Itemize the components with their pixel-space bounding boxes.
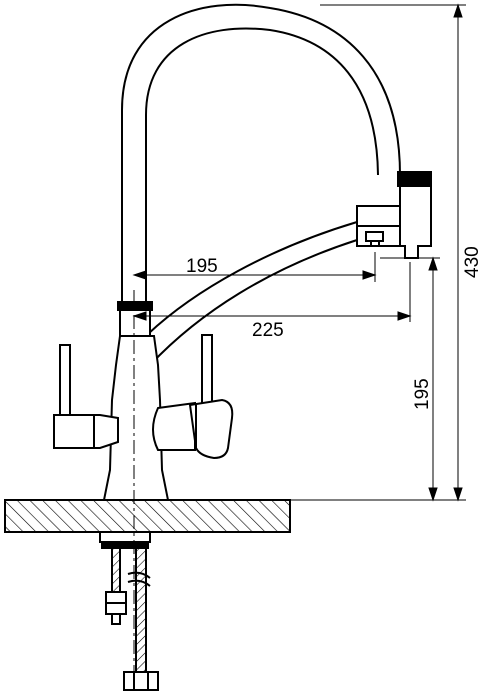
dim-label-total-height: 430 (462, 246, 483, 278)
countertop (4, 499, 291, 533)
dim-label-spout-height: 195 (412, 378, 433, 410)
right-handle (152, 334, 234, 460)
dim-label-spout-reach-lower: 225 (252, 320, 284, 341)
spout-head (356, 171, 432, 259)
faucet-body (102, 301, 170, 501)
dim-label-spout-reach-upper: 195 (186, 256, 218, 277)
mounting-hardware (99, 531, 159, 691)
filter-spout (147, 221, 358, 366)
left-handle (53, 344, 119, 449)
gooseneck-spout (121, 3, 401, 305)
dimension-lines (132, 3, 466, 502)
